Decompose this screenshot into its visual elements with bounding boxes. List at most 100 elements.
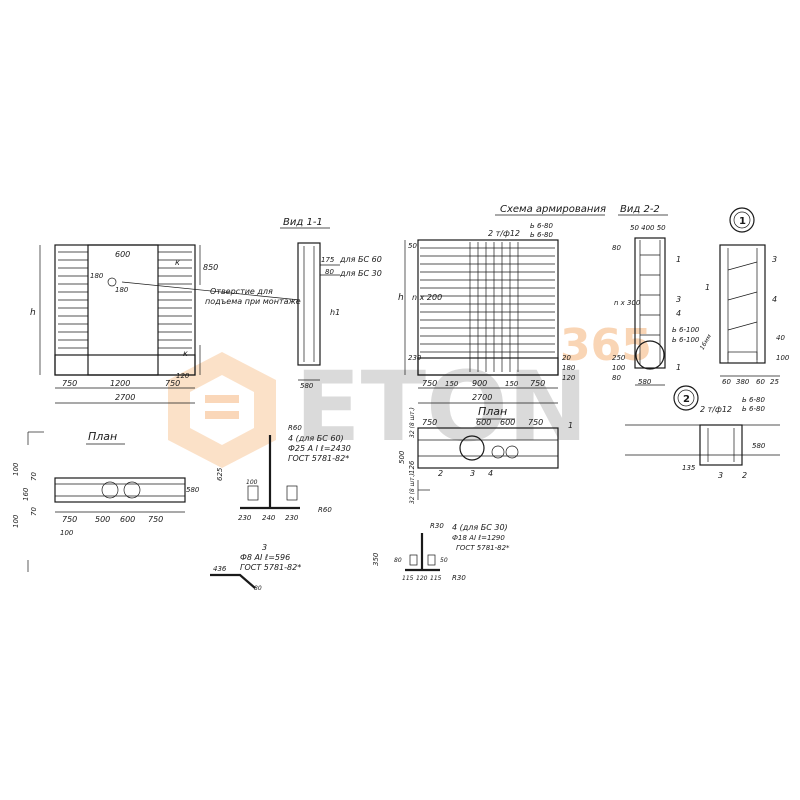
watermark-number: 365 [560,320,652,371]
plan-l-dim-100c: 100 [60,529,74,537]
bar4-r60: R60 [288,424,302,432]
c2-dim-135: 135 [682,464,696,472]
plan-right: План 750 600 600 750 500 126 32 (8 шт.) … [398,405,573,504]
c1-mark-4: 4 [772,295,777,304]
v22-dim-80b: 80 [612,374,621,382]
plan-l-dim-500: 500 [95,515,110,524]
scheme-dim-120: 120 [562,374,576,382]
v22-top-dims: 50 400 50 [630,224,666,232]
plan-l-dim-580: 580 [186,486,200,494]
title-section-1-1: Вид 1-1 [283,217,323,228]
bar4b-dim-120: 120 [416,575,428,582]
plan-r-dim-600b: 600 [500,418,515,427]
bar4b-dim-80: 80 [394,557,402,564]
v22-dim-nx300: n x 300 [614,299,641,307]
detail-callout-2: 2 2 т/ф12 Ь 6-80 Ь 6-80 580 135 3 2 [625,385,780,480]
scheme-b6-80b: Ь 6-80 [530,231,553,239]
scheme-dim-nx200: n x 200 [412,293,442,302]
front-dim-750a: 750 [62,379,77,388]
watermark-logo-icon [168,352,276,468]
side-view-1-1: Вид 1-1 175 80 для БС 60 для БС 30 h1 58… [280,217,382,390]
v22-dim-80: 80 [612,244,621,252]
v22-mark-3: 3 [676,295,681,304]
title-section-2-2: Вид 2-2 [620,204,660,215]
plan-l-dim-100b: 100 [12,514,20,528]
plan-l-dim-750b: 750 [148,515,163,524]
c1-dim-100: 100 [776,354,790,362]
front-dim-120: 120 [176,372,190,380]
scheme-dim-150b: 150 [505,380,519,388]
bar4-dim-100: 100 [246,479,258,486]
v22-dim-100: 100 [612,364,626,372]
front-dim-180b: 180 [115,286,129,294]
scheme-dim-2700: 2700 [472,393,492,402]
bar4-dim-240: 240 [262,514,276,522]
plan-r-mark-4: 4 [488,469,493,478]
plan-l-dim-750a: 750 [62,515,77,524]
front-dim-850: 850 [203,263,218,272]
front-dim-1200: 1200 [110,379,130,388]
front-dim-600: 600 [115,250,130,259]
watermark-brand: ETON [295,351,588,463]
hole-note: Отверстие для [210,287,273,296]
bar4b-r30b: R30 [452,574,466,582]
bar4-mark: 4 (для БС 60) [288,434,344,443]
bar-3: 3 Ф8 АI ℓ=596 ГОСТ 5781-82* 436 80 [210,543,301,592]
scheme-dim-750a: 750 [422,379,437,388]
bar4b-mark: 4 (для БС 30) [452,523,508,532]
front-view: 600 850 180 180 120 к к h Отверстие для … [30,244,301,404]
plan-left: План 100 70 160 70 100 100 580 750 500 6… [12,430,200,572]
callout-1-label: 1 [739,216,746,227]
side-label-bc60: для БС 60 [339,255,382,264]
c2-b6-80b: Ь 6-80 [742,405,765,413]
v22-mark-1b: 1 [676,363,681,372]
c2-mark-2: 2 [742,471,747,480]
c2-b6-80a: Ь 6-80 [742,396,765,404]
bar4b-dim-350: 350 [372,552,380,566]
bar4-spec: Ф25 А I ℓ=2430 [288,444,351,453]
c1-dim-60: 60 [722,378,731,386]
bar4b-dim-50: 50 [440,557,448,564]
bar4-dim-625: 625 [216,467,224,481]
scheme-dim-900: 900 [472,379,487,388]
c2-bars: 2 т/ф12 [700,405,732,414]
plan-l-dim-70: 70 [30,472,38,481]
plan-r-mark-1: 1 [568,421,573,430]
plan-r-dim-32: 32 (8 шт.) [409,407,416,438]
side-label-bc30: для БС 30 [339,269,382,278]
callout-2-label: 2 [683,394,690,405]
front-dim-2700: 2700 [115,393,135,402]
c1-mark-1: 1 [705,283,710,292]
scheme-dim-50: 50 [408,242,417,250]
side-dim-175: 175 [321,256,335,264]
bar4-dim-230b: 230 [285,514,299,522]
scheme-b6-80a: Ь 6-80 [530,222,553,230]
v22-mark-4: 4 [676,309,681,318]
v22-mark-1: 1 [676,255,681,264]
bar3-spec: Ф8 АI ℓ=596 [240,553,290,562]
watermark: ETON 365 [168,320,652,468]
bar3-mark: 3 [262,543,267,552]
scheme-dim-20: 20 [562,354,571,362]
title-plan-left: План [88,430,117,443]
c2-mark-3: 3 [718,471,723,480]
bar-4-bc30: R30 4 (для БС 30) Ф18 АI ℓ=1290 ГОСТ 578… [372,522,510,582]
bar4b-spec: Ф18 АI ℓ=1290 [452,534,505,542]
side-h1: h1 [330,308,340,317]
title-reinforcement-scheme: Схема армирования [500,204,606,215]
plan-l-dim-160: 160 [22,487,30,501]
bar4-r60b: R60 [318,506,332,514]
bar3-dim-436: 436 [213,565,227,573]
plan-l-dim-100: 100 [12,462,20,476]
bar4b-dim-115: 115 [402,575,414,582]
bar3-gost: ГОСТ 5781-82* [240,563,301,572]
scheme-h: h [398,293,404,303]
front-dim-750b: 750 [165,379,180,388]
plan-r-dim-500: 500 [398,450,406,464]
v22-b6-100b: Ь 6-100 [672,336,700,344]
detail-callout-1: 1 3 1 4 16мм 60 380 60 25 40 100 [699,207,790,386]
scheme-dim-750b: 750 [530,379,545,388]
front-h: h [30,308,36,318]
scheme-bars: 2 т/ф12 [488,229,520,238]
